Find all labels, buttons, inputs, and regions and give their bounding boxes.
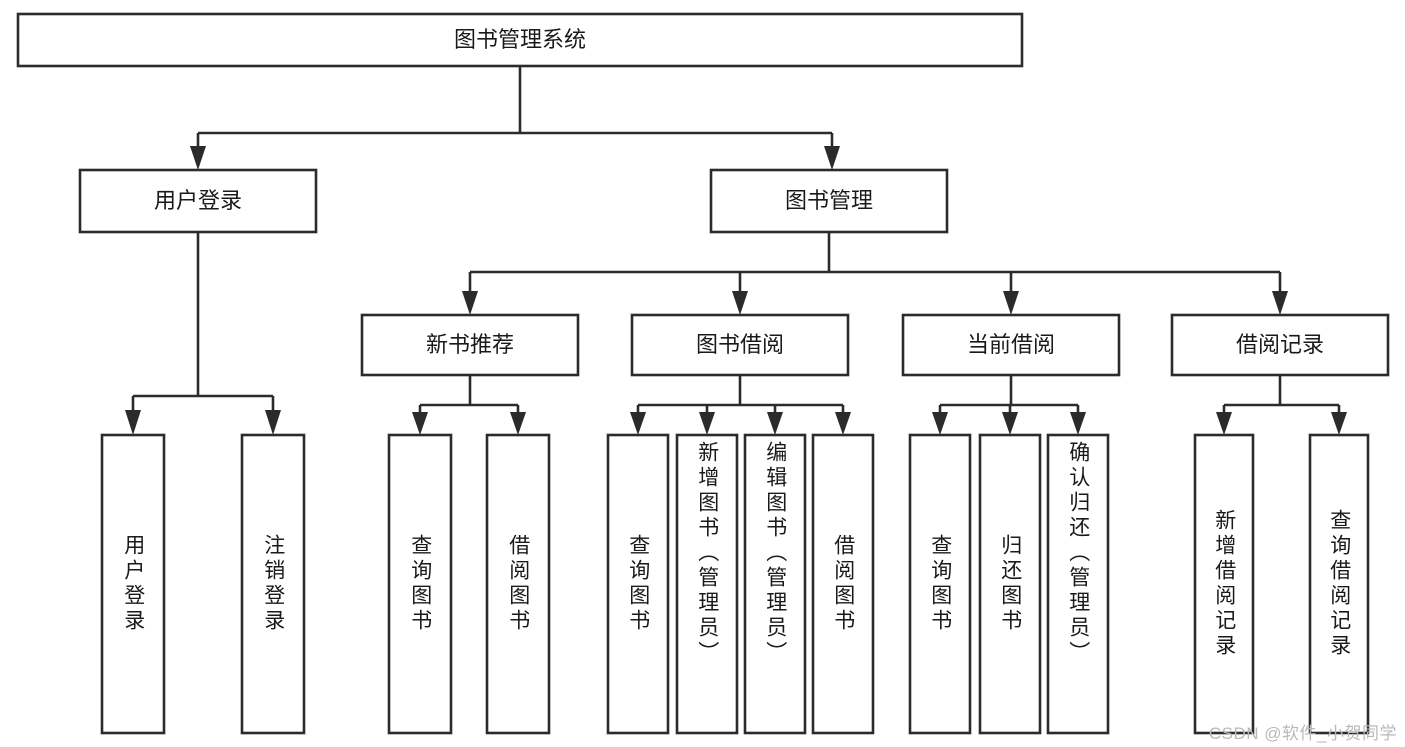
arrow-head-leaf-user-login	[125, 410, 141, 435]
node-borrow-record[interactable]: 借阅记录	[1170, 313, 1390, 377]
node-book-manage-box[interactable]	[709, 168, 949, 234]
node-user-login[interactable]: 用户登录	[78, 168, 318, 234]
node-leaf-query-borrow-record-box[interactable]	[1308, 433, 1370, 735]
arrow-head-current-borrow	[1003, 291, 1019, 315]
arrow-head-leaf-query-borrow-record	[1331, 412, 1347, 435]
arrow-head-leaf-borrow-book-rec	[510, 412, 526, 435]
arrow-head-leaf-add-book-admin	[699, 412, 715, 435]
node-new-book-recommend[interactable]: 新书推荐	[360, 313, 580, 377]
node-new-book-recommend-label: 新书推荐	[426, 332, 514, 357]
node-root-label: 图书管理系统	[454, 27, 586, 52]
node-current-borrow-label: 当前借阅	[967, 332, 1055, 357]
node-leaf-user-login-box[interactable]	[100, 433, 166, 735]
arrow-head-leaf-add-borrow-record	[1216, 412, 1232, 435]
node-root[interactable]: 图书管理系统	[16, 12, 1024, 68]
node-leaf-query-book-cur-box[interactable]	[908, 433, 972, 735]
arrow-head-leaf-user-logout	[265, 410, 281, 435]
arrow-head-leaf-query-book-borrow	[630, 412, 646, 435]
node-user-login-label: 用户登录	[154, 188, 242, 213]
node-leaf-user-logout-box[interactable]	[240, 433, 306, 735]
connector-layer	[125, 66, 1347, 435]
arrow-head-leaf-return-book	[1002, 412, 1018, 435]
node-user-login-box[interactable]	[78, 168, 318, 234]
arrow-head-new-book-recommend	[462, 291, 478, 315]
node-leaf-return-book-box[interactable]	[978, 433, 1042, 735]
arrow-head-user-login	[190, 146, 206, 170]
node-borrow-record-box[interactable]	[1170, 313, 1390, 377]
node-new-book-recommend-box[interactable]	[360, 313, 580, 377]
node-leaf-add-book-admin-box[interactable]	[675, 433, 739, 735]
arrow-head-leaf-edit-book-admin	[767, 412, 783, 435]
node-book-manage[interactable]: 图书管理	[709, 168, 949, 234]
node-leaf-query-book-rec-box[interactable]	[387, 433, 453, 735]
node-leaf-add-borrow-record-box[interactable]	[1193, 433, 1255, 735]
node-book-borrow[interactable]: 图书借阅	[630, 313, 850, 377]
arrow-head-borrow-record	[1272, 291, 1288, 315]
node-current-borrow-box[interactable]	[901, 313, 1121, 377]
arrow-head-book-borrow	[732, 291, 748, 315]
node-book-manage-label: 图书管理	[785, 188, 873, 213]
csdn-watermark: CSDN @软件_小贺同学	[1208, 724, 1397, 743]
node-book-borrow-label: 图书借阅	[696, 332, 784, 357]
node-borrow-record-label: 借阅记录	[1236, 332, 1324, 357]
arrow-head-leaf-borrow-book	[835, 412, 851, 435]
node-leaf-edit-book-admin-box[interactable]	[743, 433, 807, 735]
arrow-head-book-manage	[824, 146, 840, 170]
node-book-borrow-box[interactable]	[630, 313, 850, 377]
node-leaf-confirm-return-admin-box[interactable]	[1046, 433, 1110, 735]
node-leaf-borrow-book-rec-box[interactable]	[485, 433, 551, 735]
node-current-borrow[interactable]: 当前借阅	[901, 313, 1121, 377]
arrow-head-leaf-query-book-rec	[412, 412, 428, 435]
node-root-box[interactable]	[16, 12, 1024, 68]
node-leaf-query-book-borrow-box[interactable]	[606, 433, 670, 735]
arrow-head-leaf-confirm-return-admin	[1070, 412, 1086, 435]
arrow-head-leaf-query-book-cur	[932, 412, 948, 435]
leaf-box-layer	[100, 433, 1370, 735]
node-leaf-borrow-book-box[interactable]	[811, 433, 875, 735]
